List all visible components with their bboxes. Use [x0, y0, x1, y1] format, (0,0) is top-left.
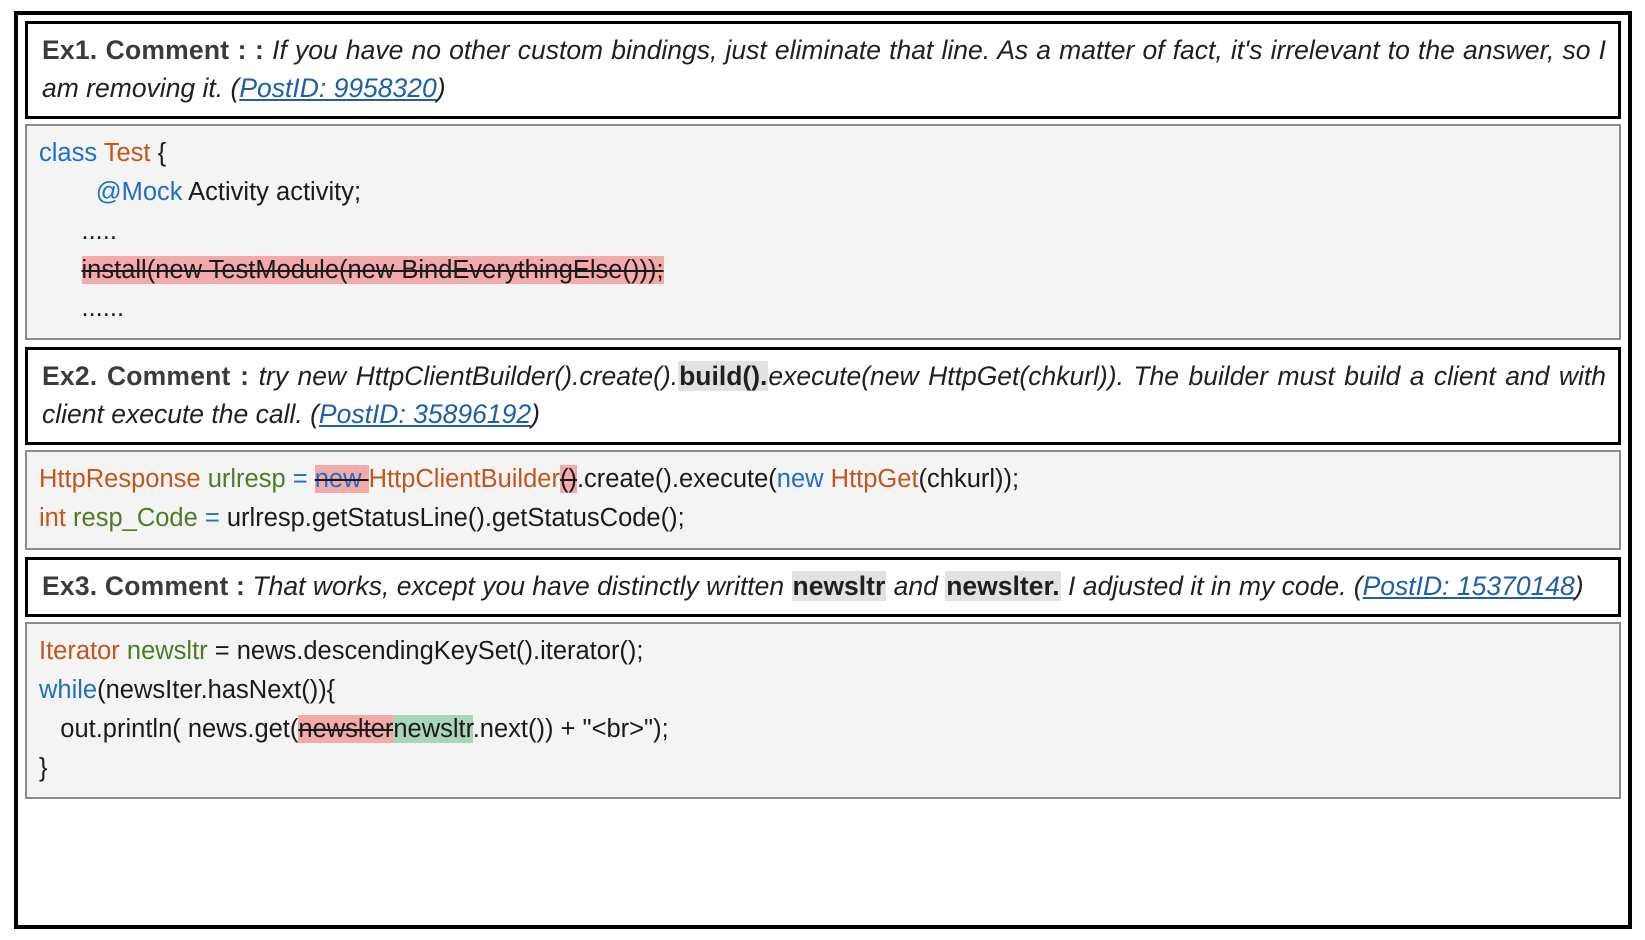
comment-segment: ) [531, 398, 540, 429]
code-token-space [198, 504, 205, 532]
highlighted-term-build: build(). [678, 361, 769, 391]
post-id-link-ex3[interactable]: PostID: 15370148 [1362, 570, 1575, 601]
comment-segment: If you have no other custom bindings, ju… [42, 35, 1606, 103]
code-token-type: HttpClientBuilder [368, 465, 560, 494]
comment-body-ex3: That works, except you have distinctly w… [252, 570, 1584, 601]
code-token-plain: Activity activity; [182, 178, 362, 206]
post-id-link-ex1[interactable]: PostID: 9958320 [239, 72, 437, 103]
code-token-keyword: new [776, 465, 831, 494]
comment-box-ex2: Ex2. Comment : try new HttpClientBuilder… [25, 347, 1621, 446]
code-token-deleted: new [314, 465, 369, 494]
code-line: ..... [39, 212, 1607, 251]
highlighted-term-newsltr: newsltr [791, 570, 887, 601]
example-ex1: Ex1. Comment : : If you have no other cu… [25, 21, 1621, 340]
comment-segment: I adjusted it in my code. ( [1060, 570, 1363, 601]
code-token-ellipsis: ..... [81, 216, 117, 245]
code-token-inserted: newsltr [393, 714, 473, 743]
code-token-space [308, 465, 315, 493]
comment-label-ex3: Ex3. Comment : [42, 570, 246, 601]
code-token-deleted: install(new TestModule(new BindEverythin… [81, 255, 664, 284]
comment-label-ex2: Ex2. Comment : [42, 361, 250, 391]
code-token-space [120, 637, 127, 665]
code-token-operator: = [204, 504, 220, 532]
code-token-annotation: @Mock [95, 178, 183, 206]
code-box-ex3: Iterator newsltr = news.descendingKeySet… [25, 622, 1621, 800]
comment-box-ex1: Ex1. Comment : : If you have no other cu… [25, 21, 1621, 120]
highlighted-term-newslter: newslter. [945, 570, 1061, 601]
comment-segment: and [886, 570, 946, 601]
code-token-type: int [39, 504, 66, 532]
example-ex3: Ex3. Comment : That works, except you ha… [25, 556, 1621, 800]
code-token-plain: = news.descendingKeySet().iterator(); [207, 637, 644, 666]
example-ex2: Ex2. Comment : try new HttpClientBuilder… [25, 347, 1621, 550]
code-token-deleted: () [559, 465, 577, 494]
comment-segment: execute(new HttpGet(chkurl)). The builde… [42, 361, 1606, 429]
code-token-plain: out.println( news.get( [60, 714, 299, 743]
comment-segment: ) [1574, 570, 1584, 601]
code-token-variable: urlresp [207, 465, 286, 494]
code-line: HttpResponse urlresp = new HttpClientBui… [39, 460, 1607, 499]
code-line: install(new TestModule(new BindEverythin… [39, 251, 1607, 290]
comment-body-ex1: If you have no other custom bindings, ju… [42, 35, 1606, 103]
code-line: int resp_Code = urlresp.getStatusLine().… [39, 499, 1607, 538]
comment-body-ex2: try new HttpClientBuilder().create().bui… [42, 361, 1606, 429]
code-line: @Mock Activity activity; [39, 173, 1607, 212]
code-token-plain: (newsIter.hasNext()){ [97, 676, 336, 705]
post-id-link-ex2[interactable]: PostID: 35896192 [318, 398, 532, 429]
code-token-variable: newsltr [126, 637, 208, 666]
code-line: Iterator newsltr = news.descendingKeySet… [39, 632, 1607, 671]
code-token-plain: } [39, 753, 48, 782]
comment-segment: try new HttpClientBuilder().create(). [258, 361, 679, 391]
code-token-type: Iterator [39, 637, 120, 666]
code-token-variable: resp_Code [73, 504, 198, 532]
comment-box-ex3: Ex3. Comment : That works, except you ha… [25, 556, 1621, 618]
code-token-keyword: while [39, 676, 98, 705]
code-token-plain: .create().execute( [576, 465, 777, 494]
code-box-ex1: class Test { @Mock Activity activity; ..… [25, 124, 1621, 340]
code-token-type: HttpResponse [39, 465, 201, 494]
code-token-plain: (chkurl)); [918, 465, 1020, 494]
code-token-deleted: newslter [298, 714, 394, 743]
comment-label-ex1: Ex1. Comment : : [42, 35, 265, 65]
comment-segment: ) [436, 72, 446, 103]
code-token-type: Test [103, 139, 158, 168]
code-line: } [39, 749, 1607, 788]
code-token-type: HttpGet [830, 465, 919, 494]
comment-segment: That works, except you have distinctly w… [252, 570, 792, 601]
code-line: out.println( news.get(newslternewsltr.ne… [39, 710, 1607, 749]
code-token-plain: urlresp.getStatusLine().getStatusCode(); [219, 504, 685, 532]
code-token-ellipsis: ...... [81, 294, 125, 323]
code-token-keyword: class [39, 139, 104, 168]
code-line: ...... [39, 289, 1607, 328]
code-line: while(newsIter.hasNext()){ [39, 671, 1607, 710]
comment-text-ex2: Ex2. Comment : try new HttpClientBuilder… [42, 358, 1606, 433]
code-token-operator: = [292, 465, 308, 494]
code-token-plain: .next()) + "<br>"); [472, 714, 669, 743]
code-token-space [201, 465, 208, 493]
code-box-ex2: HttpResponse urlresp = new HttpClientBui… [25, 450, 1621, 550]
code-line: class Test { [39, 134, 1607, 173]
code-token-plain: { [157, 139, 167, 168]
comment-text-ex3: Ex3. Comment : That works, except you ha… [42, 568, 1606, 606]
code-token-space [66, 504, 73, 532]
outer-frame: Ex1. Comment : : If you have no other cu… [14, 11, 1632, 929]
comment-text-ex1: Ex1. Comment : : If you have no other cu… [42, 32, 1606, 107]
code-token-space [286, 465, 293, 493]
